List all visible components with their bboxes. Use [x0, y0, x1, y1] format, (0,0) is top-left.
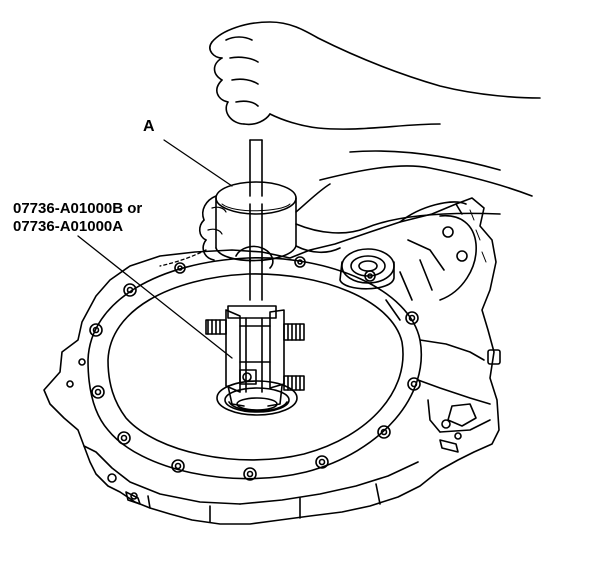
callout-label-a: A	[143, 118, 155, 135]
bearing-puller-tool	[205, 257, 305, 407]
callout-lines	[77, 139, 233, 359]
callout-label-tool-line-2: 07736-A01000A	[13, 218, 124, 235]
slide-hammer	[215, 139, 297, 263]
hand-and-arm	[198, 21, 541, 269]
transmission-housing	[43, 197, 501, 525]
callout-label-tool-line-1: 07736-A01000B or	[13, 200, 143, 217]
center-bore	[216, 380, 298, 416]
